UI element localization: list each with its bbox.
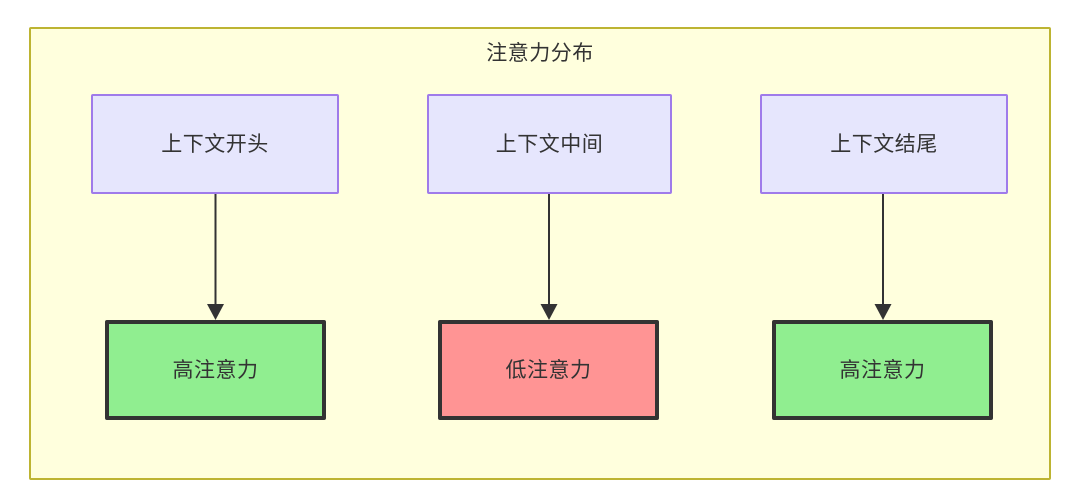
node-context-end-label: 上下文结尾	[830, 132, 938, 156]
attention-distribution-container: 注意力分布 上下文开头 上下文中间 上下文结尾 高注意力 低注意力 高注意力	[29, 27, 1051, 480]
node-low-attention-middle-label: 低注意力	[505, 358, 592, 382]
subgraph-title: 注意力分布	[486, 42, 594, 65]
node-high-attention-start[interactable]: 高注意力	[105, 320, 326, 420]
node-high-attention-start-label: 高注意力	[172, 358, 259, 382]
node-high-attention-end[interactable]: 高注意力	[772, 320, 993, 420]
edge-context-end-to-high-attention	[874, 194, 892, 320]
node-context-end[interactable]: 上下文结尾	[760, 94, 1008, 194]
node-context-middle[interactable]: 上下文中间	[427, 94, 672, 194]
node-context-middle-label: 上下文中间	[495, 132, 604, 156]
node-context-start[interactable]: 上下文开头	[91, 94, 339, 194]
node-high-attention-end-label: 高注意力	[839, 358, 926, 382]
edge-context-start-to-high-attention	[207, 194, 224, 320]
node-low-attention-middle[interactable]: 低注意力	[438, 320, 659, 420]
edge-context-middle-to-low-attention	[540, 194, 558, 320]
node-context-start-label: 上下文开头	[161, 132, 269, 156]
edge-group	[207, 194, 892, 320]
